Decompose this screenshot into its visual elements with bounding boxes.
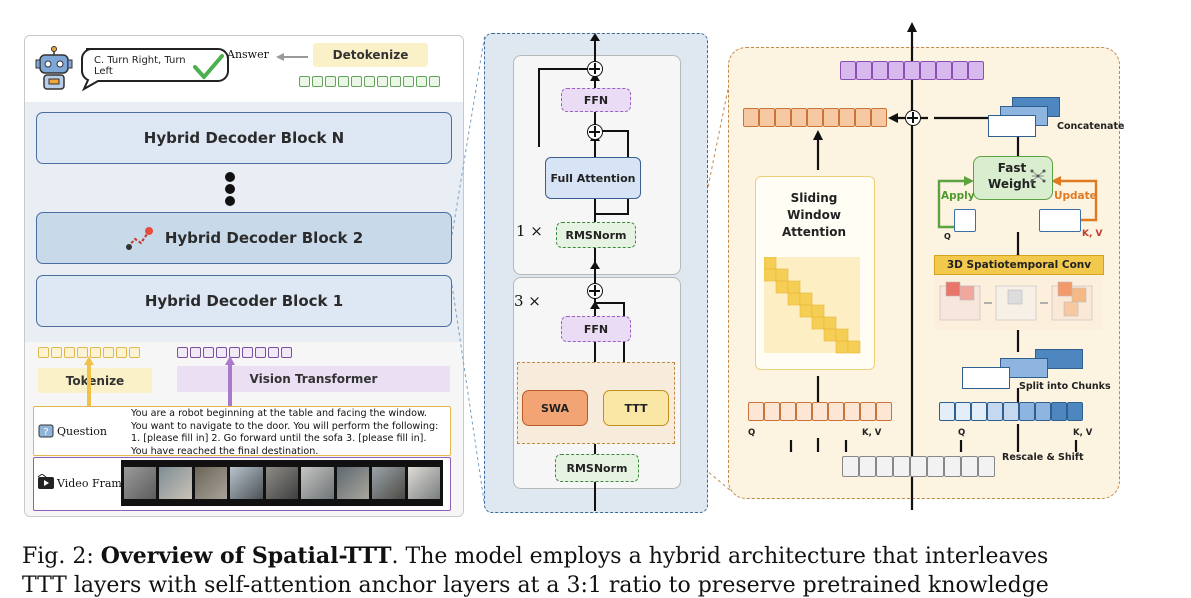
- repeat-1-label: 1 ×: [516, 222, 543, 240]
- decoder-block-n: Hybrid Decoder Block N: [36, 112, 452, 164]
- output-token-row: [299, 76, 440, 87]
- video-frame: [159, 467, 192, 499]
- split-chunk: [962, 367, 1010, 389]
- spatiotemporal-conv-box: 3D Spatiotemporal Conv: [934, 255, 1104, 275]
- video-icon: [37, 474, 54, 489]
- figure-caption: Fig. 2: Overview of Spatial-TTT. The mod…: [22, 543, 1048, 569]
- update-label: Update: [1054, 190, 1097, 202]
- video-label: Video Frames: [57, 477, 134, 490]
- tokenize-box: Tokenize: [38, 368, 152, 393]
- decoder-block-2-label: Hybrid Decoder Block 2: [164, 229, 364, 247]
- text-token-row: [38, 347, 140, 358]
- ellipsis-dot: [225, 184, 235, 194]
- video-frame: [336, 467, 370, 499]
- caption-prefix: Fig. 2:: [22, 544, 101, 569]
- input-tokens: [842, 456, 995, 477]
- repeat-3-label: 3 ×: [514, 292, 541, 310]
- ffn-box-bottom: FFN: [561, 316, 631, 342]
- video-frame: [301, 467, 334, 499]
- swa-output-tokens: [743, 108, 887, 127]
- tokenize-arrow: [84, 356, 94, 408]
- figure-caption-line2: TTT layers with self-attention anchor la…: [22, 573, 1049, 598]
- kv-label-red: K, V: [1082, 229, 1103, 239]
- ttt-q-label: Q: [958, 428, 966, 438]
- detokenize-box: Detokenize: [313, 43, 428, 67]
- answer-bubble: [81, 48, 229, 91]
- add-icon: [905, 110, 921, 126]
- video-frame: [230, 467, 263, 499]
- rmsnorm-box-bottom: RMSNorm: [555, 454, 639, 482]
- sliding-window-label: Sliding Window Attention: [781, 191, 847, 239]
- answer-text: C. Turn Right, Turn Left: [94, 55, 186, 77]
- q-chunk: [954, 209, 976, 232]
- ttt-input-tokens: [939, 402, 1083, 421]
- route-map-icon: [125, 227, 153, 250]
- ellipsis-dot: [225, 196, 235, 206]
- apply-label: Apply: [941, 190, 975, 202]
- concatenate-label: Concatenate: [1057, 121, 1125, 132]
- vision-transformer-box: Vision Transformer: [177, 366, 450, 392]
- swa-box: SWA: [522, 390, 588, 426]
- video-frame: [372, 467, 405, 499]
- rmsnorm-box-top: RMSNorm: [556, 222, 636, 248]
- conv-illustration: [934, 276, 1102, 330]
- decoder-block-2: Hybrid Decoder Block 2: [36, 212, 452, 264]
- caption-rest: . The model employs a hybrid architectur…: [391, 544, 1049, 569]
- fast-weight-label: Fast Weight: [988, 161, 1036, 191]
- q-label: Q: [944, 232, 951, 241]
- add-icon: [587, 61, 603, 77]
- film-strip: [121, 460, 443, 506]
- add-icon: [587, 283, 603, 299]
- ffn-box-top: FFN: [561, 88, 631, 112]
- rescale-label: Rescale & Shift: [1002, 452, 1084, 463]
- ellipsis-dot: [225, 172, 235, 182]
- ttt-kv-label: K, V: [1073, 428, 1093, 438]
- split-label: Split into Chunks: [1019, 381, 1111, 392]
- vision-token-row: [177, 347, 292, 358]
- network-icon: [1030, 169, 1046, 183]
- question-label: Question: [57, 425, 107, 438]
- decoder-block-1: Hybrid Decoder Block 1: [36, 275, 452, 327]
- arrow-left-icon: [276, 53, 308, 61]
- kv-chunk: [1039, 209, 1081, 232]
- output-tokens: [840, 61, 984, 80]
- attention-mask-icon: [764, 257, 861, 354]
- video-frame: [407, 467, 440, 499]
- swa-input-tokens: [748, 402, 892, 421]
- caption-title: Overview of Spatial-TTT: [100, 543, 392, 569]
- ttt-box: TTT: [603, 390, 669, 426]
- check-icon: [193, 54, 224, 79]
- full-attention-box: Full Attention: [545, 157, 641, 199]
- swa-q-label: Q: [748, 428, 756, 438]
- concat-chunk: [988, 115, 1036, 137]
- video-frame: [124, 467, 157, 499]
- fast-weight-box: [973, 156, 1053, 200]
- svg-text:?: ?: [43, 427, 48, 438]
- robot-icon: [35, 46, 73, 90]
- question-box: [33, 406, 451, 456]
- add-icon: [587, 124, 603, 140]
- swa-kv-label: K, V: [862, 428, 882, 438]
- video-frame: [265, 467, 299, 499]
- question-icon: ?: [38, 424, 54, 438]
- question-text: You are a robot beginning at the table a…: [131, 408, 439, 457]
- answer-label: Answer: [227, 48, 269, 61]
- video-frame: [194, 467, 228, 499]
